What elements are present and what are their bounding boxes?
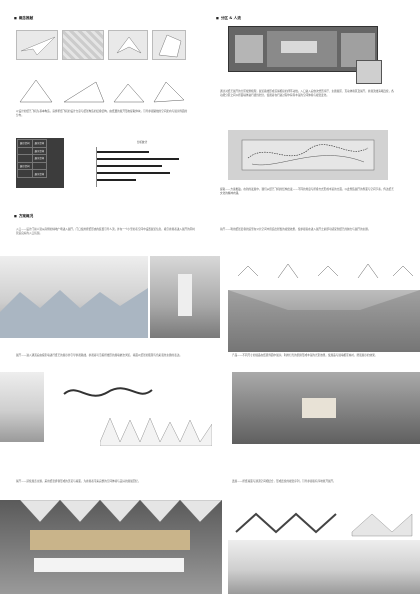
section-title-zoning: 分区 & 人流 [216,16,241,21]
table-row: 展示空间 [17,161,48,171]
paper-plane-icon [20,36,56,56]
chart-bar [97,151,149,154]
folded-paper-image-b [152,30,186,60]
table-row: 展示空间 [17,146,48,156]
chart-bar [97,179,136,182]
chart-bar [97,158,179,161]
table-row: 展示空间 [17,169,48,178]
floor-plan-detail [356,60,382,84]
paper-plane-model-image [16,30,58,60]
tail-paragraph: 尾厅——延续展览主题，采用纸张折叠形成的天花与墙面，为参观者带来完整的空间体验与… [16,480,141,483]
corridor-render [150,256,220,338]
folded-ceiling-diagram [228,256,418,286]
bar-chart: 分析统计 [96,140,188,190]
circulation-diagram [228,130,388,180]
zoning-paragraph: 通过对纸艺展厅的分区规划梳理，展览路线形成首尾相接的闭环动线。入口进入后依次经历… [220,90,394,97]
chart-title: 分析统计 [136,141,148,144]
folded-paper-image-a [108,30,148,60]
tail-hall-render [0,499,223,594]
crumpled-paper-image [62,30,104,60]
chart-bar [97,165,162,168]
front-hall-render [228,290,420,352]
concept-paragraph: 以设计的纸艺飞机为基本构造，演绎折纸飞机的设计立意与纸张构造的层叠结构，由纸翼的… [16,110,188,117]
triangle-diagram-row [19,79,185,103]
section-title-concept-a: 概念推敲 [14,16,33,21]
folded-wall-model [99,412,213,447]
exhibit-plan-diagram [58,378,158,410]
entrance-render [0,256,148,338]
space-table-panel: 展示空间展示空间 展示空间 展示空间 展示空间 展示空间 [16,138,64,188]
table-row: 展示空间展示空间 [17,139,48,148]
concept-b-paragraph: 提取——方案推敲。在新的发展中，我们从纸艺飞机的结构出发——不同的角度与折叠方式… [220,188,394,195]
exhibit-paragraph: 展厅——进入通道后由投影墙进行纸艺的展示并引导参观路线，参观者可沿着折线形的展墙… [16,354,182,357]
corridor-paragraph: 连廊——折纸墙面与通道空间相结合，形成连续的视觉序列，引导参观者有序地离开展厅。 [232,480,336,483]
product-paragraph: 产品——不同尺寸的展品在纸质界面中展示，利用灯光的照射形成丰富的光影效果，使展品… [232,354,378,357]
zigzag-wall-model [232,508,416,538]
table-row: 展示空间 [17,154,48,163]
chart-bar [97,172,171,175]
space-table: 展示空间展示空间 展示空间 展示空间 展示空间 展示空间 [17,139,48,178]
exhibit-wall-render [0,372,44,442]
bar-chart-plot [96,147,188,187]
section-title-scheme: 方案概况 [14,214,33,219]
exhibition-hall-render [232,372,420,444]
scheme-paragraph: 入口——设计门前人流从南侧的绿地广场进入展厅，门口使用折纸形态的装置引导人流，并… [16,228,195,235]
corridor-exit-render [228,540,420,594]
front-hall-paragraph: 前厅——利用纸张层叠的造型在公共空间中营造出轻盈的视觉效果，使参观者在进入展厅之… [220,228,371,231]
